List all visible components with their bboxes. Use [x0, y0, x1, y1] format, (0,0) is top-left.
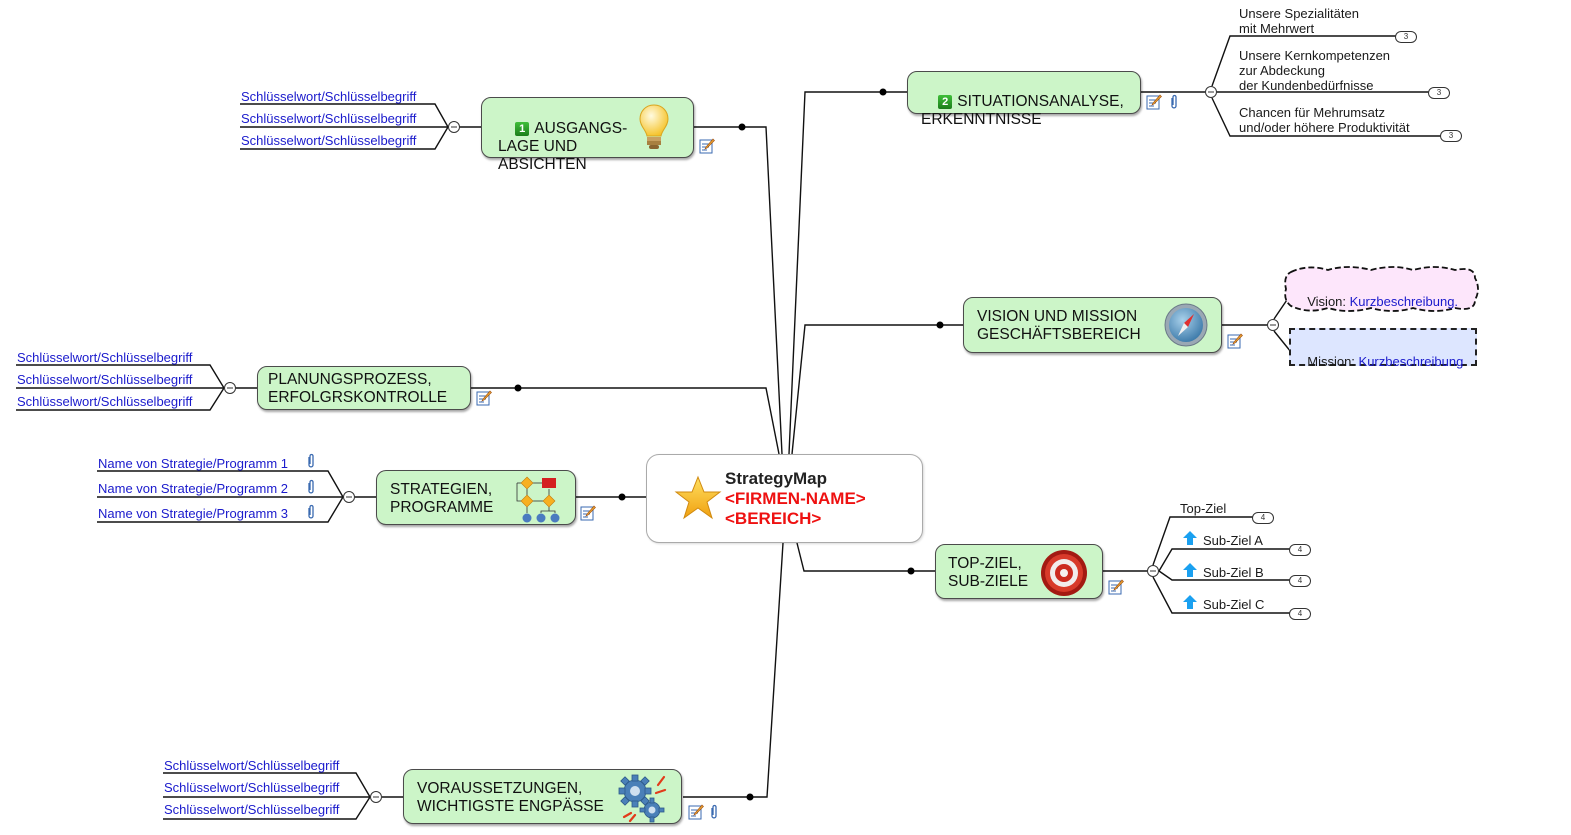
branch-topziel [796, 542, 935, 572]
arrow-up-icon [1183, 595, 1197, 609]
subtopic-kernkompetenzen[interactable]: Unsere Kernkompetenzen zur Abdeckung der… [1239, 48, 1391, 93]
collapse-toggle-planungsprozess [224, 382, 236, 394]
arrow-up-icon [1183, 531, 1197, 545]
collapse-toggle-situationsanalyse [1205, 86, 1217, 98]
topic-label: TOP-ZIEL, SUB-ZIELE [948, 555, 1029, 590]
keyword-link[interactable]: Schlüsselwort/Schlüsselbegriff [241, 111, 417, 126]
junction-dot [907, 567, 915, 575]
branch-ausgangslage [693, 126, 783, 455]
compass-icon [1164, 303, 1208, 347]
attachment-icon[interactable] [307, 479, 315, 495]
junction-dot [618, 493, 626, 501]
collapse-toggle-strategien [343, 491, 355, 503]
topic-label: AUSGANGS- LAGE UND ABSICHTEN [498, 120, 628, 173]
junction-dot [738, 123, 746, 131]
notes-icon[interactable] [476, 390, 492, 406]
notes-icon[interactable] [1227, 333, 1243, 349]
central-topic[interactable]: StrategyMap <FIRMEN-NAME> <BEREICH> [646, 454, 923, 543]
topic-label: VORAUSSETZUNGEN, WICHTIGSTE ENGPÄSSE [417, 780, 604, 815]
junction-dot [514, 384, 522, 392]
child-count-badge[interactable]: 4 [1289, 544, 1311, 556]
subtopic-top-ziel[interactable]: Top-Ziel [1180, 501, 1227, 516]
gears-icon [618, 774, 667, 823]
mission-boundary [1289, 328, 1477, 366]
branch-voraussetzungen [683, 542, 784, 798]
topic-label: STRATEGIEN, PROGRAMME [390, 481, 494, 516]
vision-subtopic[interactable]: Vision: Kurzbeschreibung. [1300, 279, 1458, 309]
strategy-link[interactable]: Name von Strategie/Programm 1 [98, 456, 289, 471]
notes-icon[interactable] [580, 505, 596, 521]
subtopic-spezialitaeten[interactable]: Unsere Spezialitäten mit Mehrwert [1239, 6, 1359, 36]
star-icon [674, 475, 722, 520]
attachment-icon[interactable] [307, 504, 315, 520]
keyword-link[interactable]: Schlüsselwort/Schlüsselbegriff [164, 802, 340, 817]
collapse-toggle-topziel [1147, 565, 1159, 577]
collapse-toggle-voraussetzungen [370, 791, 382, 803]
vision-prefix: Vision: [1307, 294, 1350, 309]
child-count-badge[interactable]: 3 [1440, 130, 1462, 142]
notes-icon[interactable] [1146, 94, 1162, 110]
keyword-link[interactable]: Schlüsselwort/Schlüsselbegriff [164, 780, 340, 795]
subtopic-sub-ziel-a[interactable]: Sub-Ziel A [1203, 533, 1263, 548]
vision-link[interactable]: Kurzbeschreibung. [1349, 294, 1459, 309]
lightbulb-icon [639, 104, 669, 149]
collapse-toggle-ausgangslage [448, 121, 460, 133]
central-title: StrategyMap [725, 469, 828, 488]
arrow-up-icon [1183, 563, 1197, 577]
junction-dot [746, 793, 754, 801]
notes-icon[interactable] [688, 804, 704, 820]
area-placeholder: <BEREICH> [725, 509, 822, 528]
priority-1-icon: 1 [515, 122, 530, 136]
keyword-link[interactable]: Schlüsselwort/Schlüsselbegriff [17, 394, 193, 409]
topic-label: PLANUNGSPROZESS, ERFOLGRSKONTROLLE [268, 371, 448, 406]
topic-voraussetzungen[interactable]: VORAUSSETZUNGEN, WICHTIGSTE ENGPÄSSE [403, 769, 682, 824]
attachment-icon[interactable] [307, 453, 315, 469]
keyword-link[interactable]: Schlüsselwort/Schlüsselbegriff [164, 758, 340, 773]
strategy-link[interactable]: Name von Strategie/Programm 2 [98, 481, 289, 496]
child-count-badge[interactable]: 3 [1395, 31, 1417, 43]
topic-planungsprozess[interactable]: PLANUNGSPROZESS, ERFOLGRSKONTROLLE [257, 366, 471, 410]
notes-icon[interactable] [699, 138, 715, 154]
keyword-link[interactable]: Schlüsselwort/Schlüsselbegriff [17, 350, 193, 365]
branch-planungsprozess [471, 387, 780, 455]
vision-cloud-boundary [1284, 266, 1479, 312]
central-topic-text: StrategyMap <FIRMEN-NAME> <BEREICH> [725, 469, 866, 529]
attachment-icon[interactable] [710, 804, 718, 820]
topic-label: SITUATIONSANALYSE, ERKENNTNISSE [921, 93, 1124, 128]
target-icon [1041, 550, 1087, 596]
keyword-link[interactable]: Schlüsselwort/Schlüsselbegriff [17, 372, 193, 387]
child-count-badge[interactable]: 3 [1428, 87, 1450, 99]
subtopic-chancen[interactable]: Chancen für Mehrumsatz und/oder höhere P… [1239, 105, 1410, 135]
company-name-placeholder: <FIRMEN-NAME> [725, 489, 866, 508]
mission-prefix: Mission: [1307, 354, 1359, 369]
priority-2-icon: 2 [938, 95, 953, 109]
mission-subtopic[interactable]: Mission: Kurzbeschreibung [1300, 339, 1463, 369]
junction-dot [879, 88, 887, 96]
junction-dot [936, 321, 944, 329]
attachment-icon[interactable] [1170, 94, 1178, 110]
topic-vision[interactable]: VISION UND MISSION GESCHÄFTSBEREICH [963, 297, 1222, 353]
notes-icon[interactable] [1108, 579, 1124, 595]
branch-situationsanalyse [788, 91, 907, 455]
keyword-link[interactable]: Schlüsselwort/Schlüsselbegriff [241, 133, 417, 148]
child-count-badge[interactable]: 4 [1289, 575, 1311, 587]
topic-strategien[interactable]: STRATEGIEN, PROGRAMME [376, 470, 576, 525]
mission-link[interactable]: Kurzbeschreibung [1358, 354, 1464, 369]
child-count-badge[interactable]: 4 [1289, 608, 1311, 620]
subtopic-sub-ziel-b[interactable]: Sub-Ziel B [1203, 565, 1264, 580]
subtopic-sub-ziel-c[interactable]: Sub-Ziel C [1203, 597, 1265, 612]
strategy-link[interactable]: Name von Strategie/Programm 3 [98, 506, 289, 521]
topic-label: VISION UND MISSION GESCHÄFTSBEREICH [977, 308, 1141, 343]
topic-topziel[interactable]: TOP-ZIEL, SUB-ZIELE [935, 544, 1103, 599]
flowchart-icon [516, 476, 560, 523]
keyword-link[interactable]: Schlüsselwort/Schlüsselbegriff [241, 89, 417, 104]
collapse-toggle-vision [1267, 319, 1279, 331]
branch-vision [791, 324, 963, 455]
child-count-badge[interactable]: 4 [1252, 512, 1274, 524]
